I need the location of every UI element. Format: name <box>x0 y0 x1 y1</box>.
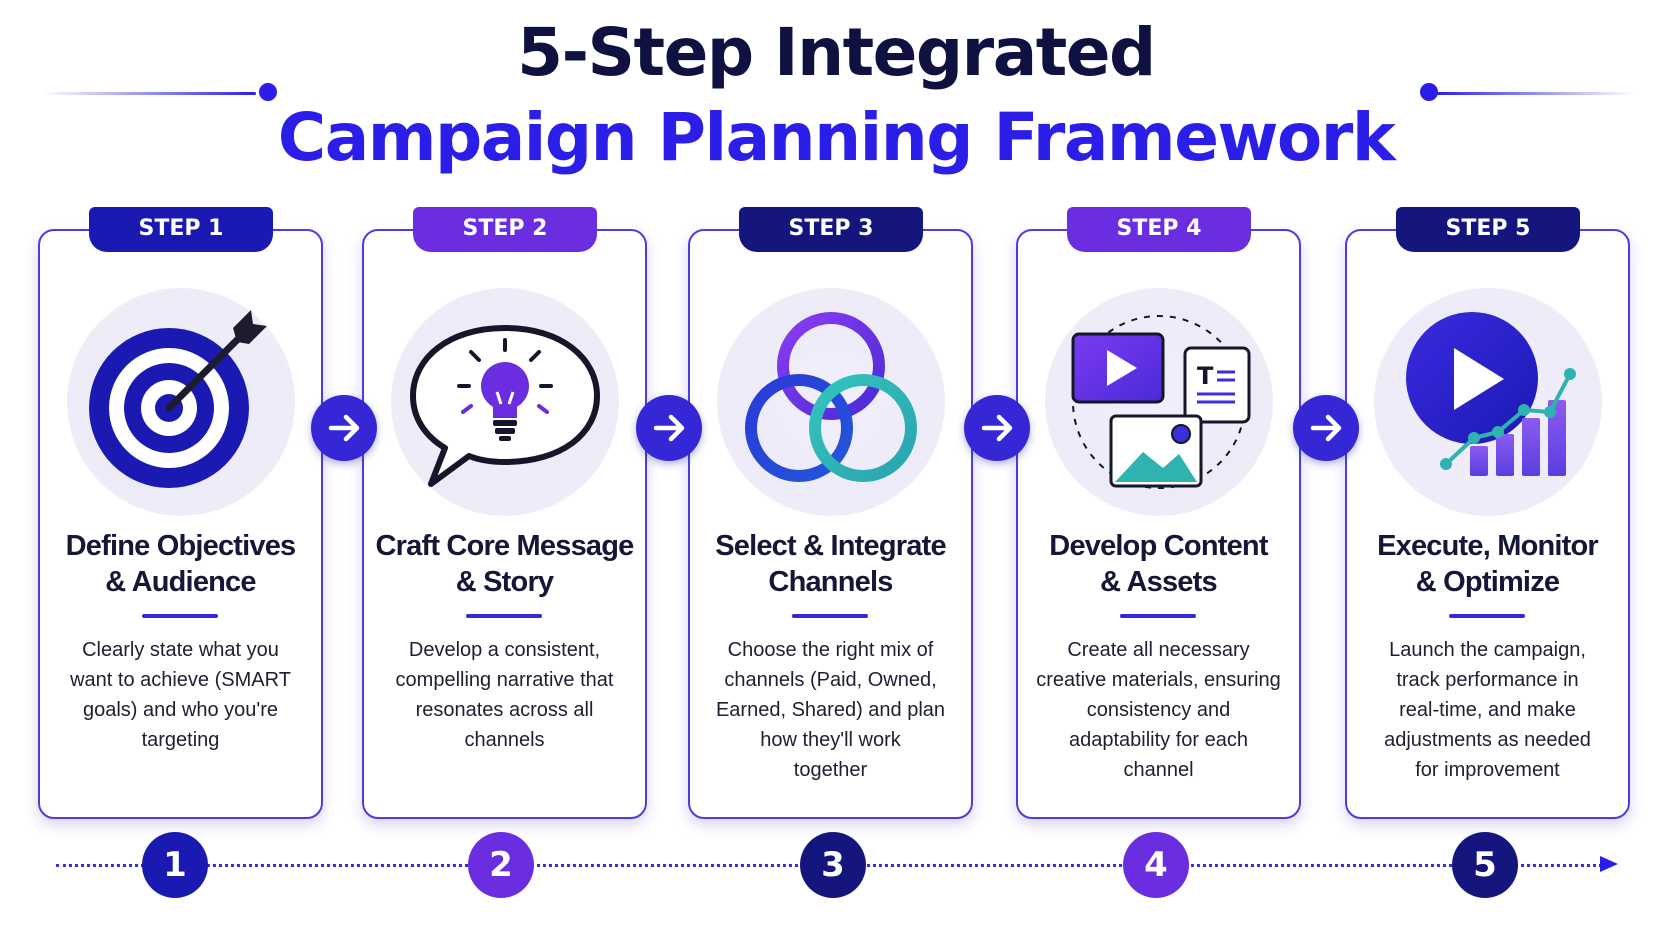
step-4-desc-line: creative materials, ensuring <box>1036 669 1281 691</box>
step-3-title: Select & Integrate Channels <box>688 528 973 600</box>
step-2-desc-line: resonates across all <box>415 699 594 721</box>
step-4-desc-line: Create all necessary <box>1067 639 1250 661</box>
step-2-tab: STEP 2 <box>413 207 597 252</box>
step-2-title-line2: & Story <box>455 566 554 598</box>
header-right-dot <box>1420 83 1438 101</box>
step-5-number-badge: 5 <box>1452 832 1518 898</box>
arrow-right-icon <box>1310 414 1342 442</box>
step-4-title-line1: Develop Content <box>1049 530 1268 562</box>
step-4-desc-line: consistency and <box>1086 699 1231 721</box>
step-5-title-line2: & Optimize <box>1415 566 1560 598</box>
step-4-desc-line: channel <box>1123 759 1194 781</box>
step-4-icon-halo: T <box>1045 288 1273 516</box>
step-1-desc-line: goals) and who you're <box>82 699 279 721</box>
step-5-desc-line: track performance in <box>1396 669 1579 691</box>
step-3-title-line1: Select & Integrate <box>715 530 946 562</box>
step-1-desc-line: targeting <box>141 729 220 751</box>
step-1-title-line2: & Audience <box>105 566 256 598</box>
step-3-desc-line: how they'll work <box>760 729 901 751</box>
step-3-desc-line: together <box>793 759 868 781</box>
step-1-to-2-arrow <box>311 395 377 461</box>
step-5-icon-halo <box>1374 288 1602 516</box>
step-5-desc-line: for improvement <box>1415 759 1560 781</box>
arrow-right-icon <box>328 414 360 442</box>
step-1-title-line1: Define Objectives <box>65 530 297 562</box>
step-3-icon-halo <box>717 288 945 516</box>
step-5-title-line1: Execute, Monitor <box>1377 530 1599 562</box>
step-1-description: Clearly state what you want to achieve (… <box>53 635 308 755</box>
svg-text:T: T <box>1197 362 1214 390</box>
step-4-title-line2: & Assets <box>1100 566 1217 598</box>
header-left-dot <box>259 83 277 101</box>
step-3-description: Choose the right mix of channels (Paid, … <box>703 635 958 785</box>
step-5-title: Execute, Monitor & Optimize <box>1345 528 1630 600</box>
step-2-to-3-arrow <box>636 395 702 461</box>
step-1-tab: STEP 1 <box>89 207 273 252</box>
step-2-desc-line: compelling narrative that <box>395 669 614 691</box>
arrow-right-icon <box>653 414 685 442</box>
step-5-description: Launch the campaign, track performance i… <box>1360 635 1615 785</box>
step-4-desc-line: adaptability for each <box>1068 729 1248 751</box>
step-4-to-5-arrow <box>1293 395 1359 461</box>
step-3-tab: STEP 3 <box>739 207 923 252</box>
step-2-icon-halo <box>391 288 619 516</box>
step-2-underline <box>466 614 542 618</box>
interlocking-rings-icon <box>745 312 917 482</box>
text-document-icon: T <box>1183 346 1251 424</box>
step-4-title: Develop Content & Assets <box>1016 528 1301 600</box>
step-2-title: Craft Core Message & Story <box>362 528 647 600</box>
play-growth-chart-icon <box>1406 312 1576 476</box>
step-3-desc-line: Choose the right mix of <box>727 639 934 661</box>
step-2-desc-line: Develop a consistent, <box>408 639 601 661</box>
step-3-underline <box>792 614 868 618</box>
step-4-description: Create all necessary creative materials,… <box>1031 635 1286 785</box>
page-title-line1: 5-Step Integrated <box>517 14 1156 91</box>
page-title-line2: Campaign Planning Framework <box>277 99 1396 176</box>
step-3-desc-line: channels (Paid, Owned, <box>724 669 937 691</box>
step-2-title-line1: Craft Core Message <box>375 530 635 562</box>
step-1-desc-line: Clearly state what you <box>82 639 279 661</box>
video-icon <box>1071 332 1165 404</box>
step-5-desc-line: real-time, and make <box>1399 699 1576 721</box>
header-right-line <box>1434 92 1636 95</box>
step-5-tab: STEP 5 <box>1396 207 1580 252</box>
step-5-desc-line: adjustments as needed <box>1384 729 1591 751</box>
step-1-title: Define Objectives & Audience <box>38 528 323 600</box>
step-2-desc-line: channels <box>464 729 545 751</box>
header-left-line <box>42 92 256 95</box>
arrow-right-icon <box>981 414 1013 442</box>
step-5-desc-line: Launch the campaign, <box>1389 639 1586 661</box>
step-1-desc-line: want to achieve (SMART <box>70 669 291 691</box>
step-2-number-badge: 2 <box>468 832 534 898</box>
step-1-icon-halo <box>67 288 295 516</box>
step-1-number-badge: 1 <box>142 832 208 898</box>
step-3-to-4-arrow <box>964 395 1030 461</box>
timeline-arrowhead-icon <box>1600 856 1618 872</box>
step-1-underline <box>142 614 218 618</box>
step-2-description: Develop a consistent, compelling narrati… <box>377 635 632 755</box>
step-3-desc-line: Earned, Shared) and plan <box>715 699 946 721</box>
lightbulb-speech-icon <box>410 325 600 487</box>
target-icon <box>89 310 267 488</box>
content-assets-icon: T <box>1071 315 1251 489</box>
image-icon <box>1109 414 1203 488</box>
step-4-tab: STEP 4 <box>1067 207 1251 252</box>
step-3-title-line2: Channels <box>768 566 893 598</box>
step-4-underline <box>1120 614 1196 618</box>
step-3-number-badge: 3 <box>800 832 866 898</box>
step-5-underline <box>1449 614 1525 618</box>
step-4-number-badge: 4 <box>1123 832 1189 898</box>
